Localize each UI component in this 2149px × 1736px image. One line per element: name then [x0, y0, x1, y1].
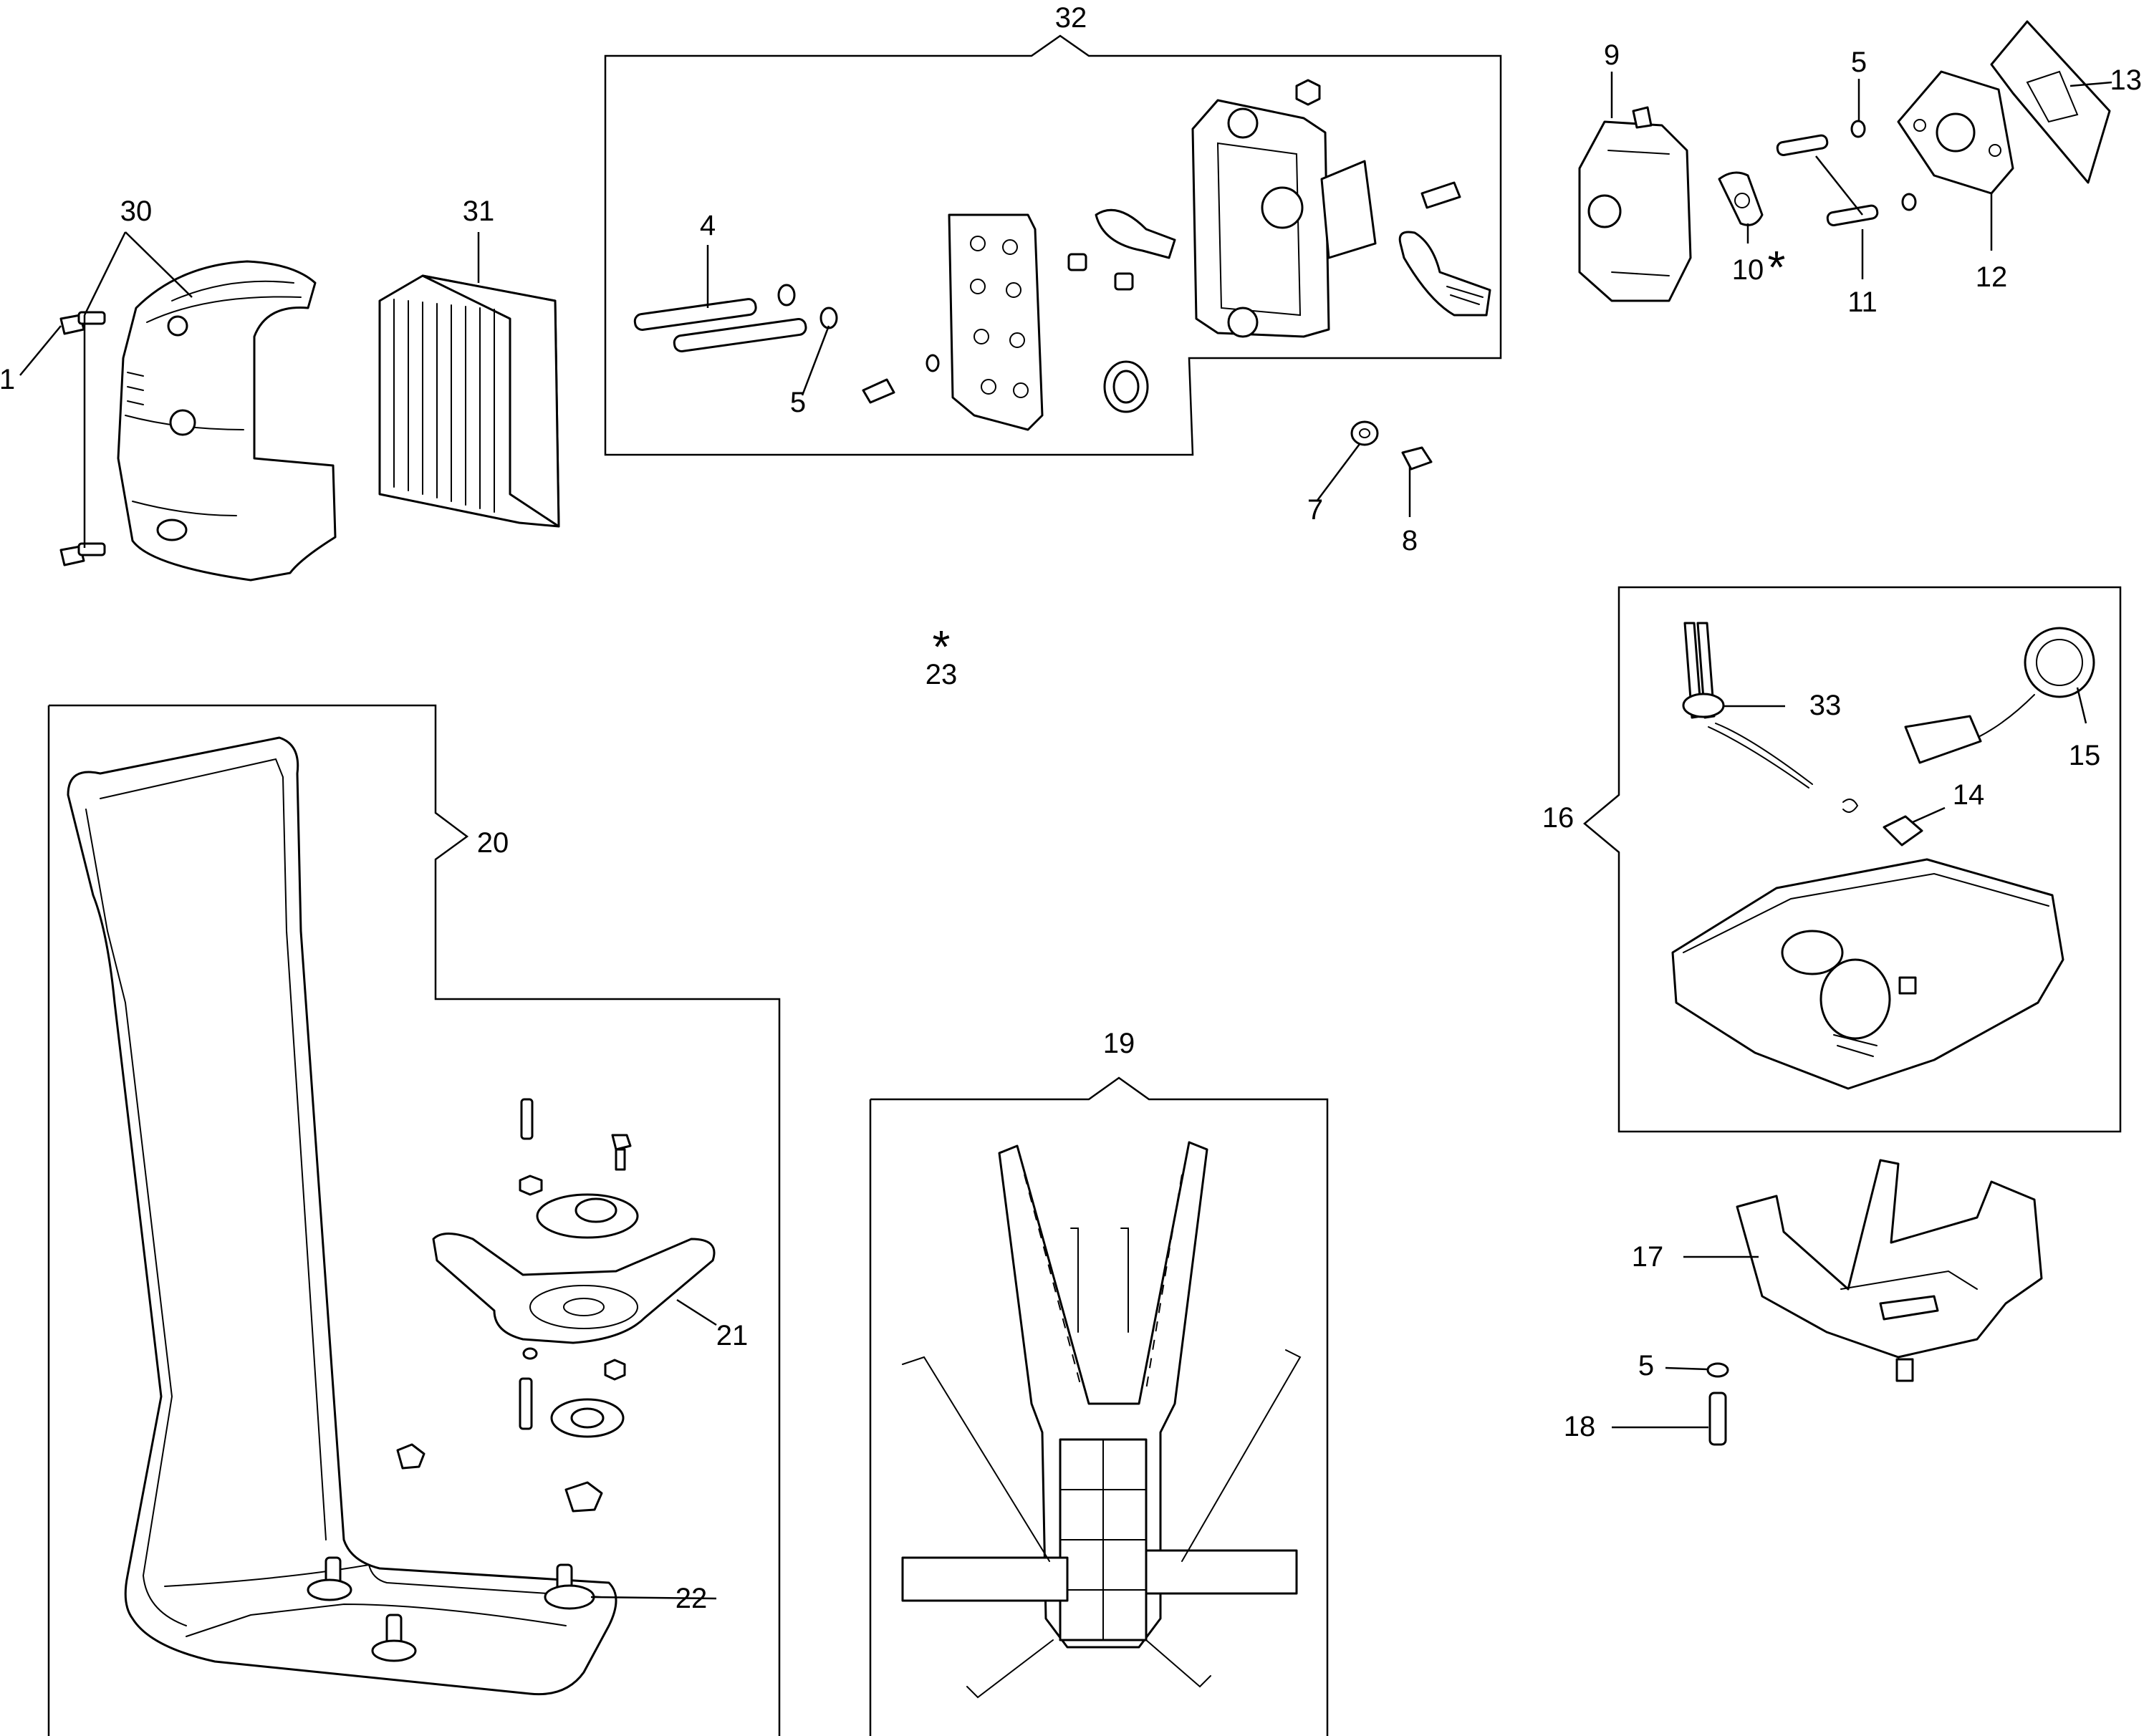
gasket-10	[1718, 171, 1764, 226]
fuel-line-33	[1682, 622, 1813, 789]
vibration-damper-parts	[396, 1098, 639, 1513]
bolt-8	[1401, 446, 1433, 471]
label-5-bracket: 5	[1638, 1350, 1654, 1381]
mounting-plate-50	[948, 213, 1044, 431]
label-12: 12	[1976, 261, 2008, 293]
pivot-screws	[1067, 253, 1134, 291]
long-bolt-b	[673, 318, 807, 352]
long-bolt-a	[633, 298, 757, 331]
label-22: 22	[676, 1583, 708, 1614]
label-4: 4	[700, 210, 716, 241]
label-11: 11	[1847, 286, 1878, 318]
base-screw-right	[1420, 181, 1461, 209]
label-18: 18	[1564, 1411, 1596, 1442]
cover-screw-top	[59, 311, 106, 335]
throttle-link	[1095, 208, 1176, 259]
label-19: 19	[1103, 1028, 1135, 1059]
damper-plate-21	[432, 1233, 716, 1344]
fuel-clip	[1842, 799, 1859, 813]
fuel-cap-15	[1904, 627, 2095, 764]
label-9: 9	[1604, 39, 1620, 71]
label-31: 31	[463, 196, 495, 227]
label-16: 16	[1542, 802, 1575, 834]
grommet	[1103, 360, 1149, 413]
label-8: 8	[1402, 525, 1418, 556]
label-23: 23	[926, 659, 958, 690]
filter-base	[1191, 99, 1377, 338]
tank-bracket-17	[1736, 1159, 2043, 1382]
label-32: 32	[1055, 2, 1087, 34]
group-19-frame	[869, 1076, 1329, 1736]
carburetor	[1578, 106, 1692, 302]
bolt-18	[1708, 1392, 1727, 1446]
label-7: 7	[1307, 494, 1323, 526]
label-17: 17	[1632, 1241, 1664, 1273]
label-33: 33	[1809, 690, 1842, 721]
label-5-intake: 5	[1851, 47, 1867, 78]
washer-5-bracket	[1706, 1362, 1729, 1378]
bolts-11	[1776, 134, 1879, 226]
asterisk-23: *	[933, 621, 951, 672]
backpack-frame-tube	[67, 736, 617, 1696]
small-washer	[926, 354, 940, 372]
washers-5-intake	[1850, 120, 1917, 211]
leader-lines	[19, 72, 2112, 1600]
label-14: 14	[1953, 779, 1985, 811]
label-20: 20	[477, 827, 509, 859]
fuel-tank	[1671, 858, 2064, 1090]
label-30: 30	[120, 196, 153, 227]
shoulder-harness	[901, 1141, 1302, 1699]
small-screw	[862, 378, 895, 404]
group-16-frame	[1583, 586, 2122, 1133]
group-20-frame	[47, 704, 781, 1736]
label-1: 1	[0, 364, 15, 395]
frame-support-mounts-22	[307, 1556, 595, 1662]
gasket-13	[1990, 20, 2111, 184]
air-filter-element	[378, 274, 560, 528]
air-filter-cover	[117, 260, 337, 582]
top-nut	[1295, 79, 1321, 106]
asterisk-10: *	[1768, 241, 1786, 293]
washer-5-top	[777, 284, 838, 329]
label-5-group32: 5	[790, 387, 806, 418]
callout-labels: 1 30 31 32 4 5 7 8 9 5 10 * 11 12 13 * 2…	[0, 2, 2142, 1614]
choke-lever	[1398, 231, 1491, 317]
label-21: 21	[716, 1320, 749, 1351]
intake-manifold-12	[1897, 70, 2014, 195]
washer-7	[1350, 420, 1379, 446]
primer-14	[1883, 815, 1923, 847]
cover-screw-bottom	[59, 542, 106, 566]
label-15: 15	[2069, 740, 2101, 771]
group-32-frame	[604, 34, 1502, 456]
label-10: 10	[1732, 254, 1764, 286]
label-13: 13	[2110, 64, 2143, 96]
